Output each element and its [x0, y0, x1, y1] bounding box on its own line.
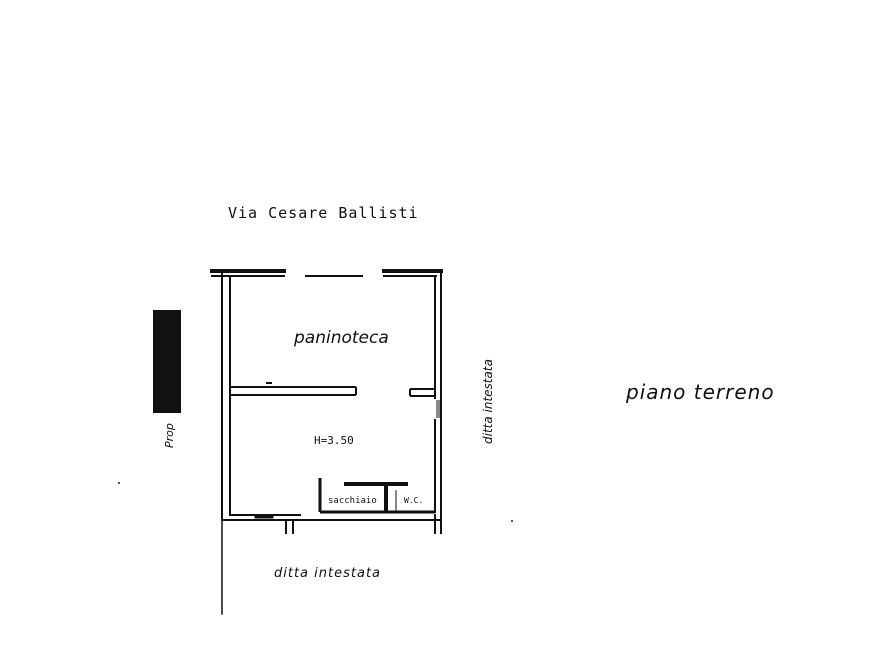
room-label-sink: sacchiaio — [328, 496, 377, 506]
height-note: H=3.50 — [314, 434, 354, 447]
sink-wc-block — [318, 478, 435, 514]
adjacent-property-block — [153, 310, 181, 413]
scan-specks — [118, 482, 513, 522]
neighbor-label-right: ditta intestata — [481, 359, 495, 444]
neighbor-label-bottom: ditta intestata — [274, 566, 381, 581]
room-label-paninoteca: paninoteca — [293, 328, 389, 348]
interior-partition — [230, 382, 435, 397]
side-window — [436, 400, 440, 418]
neighbor-label-left: Prop — [163, 423, 176, 448]
room-label-wc: W.C. — [404, 496, 423, 505]
street-label: Via Cesare Ballisti — [228, 204, 419, 222]
floor-label: piano terreno — [625, 380, 775, 404]
outer-walls — [210, 269, 443, 615]
